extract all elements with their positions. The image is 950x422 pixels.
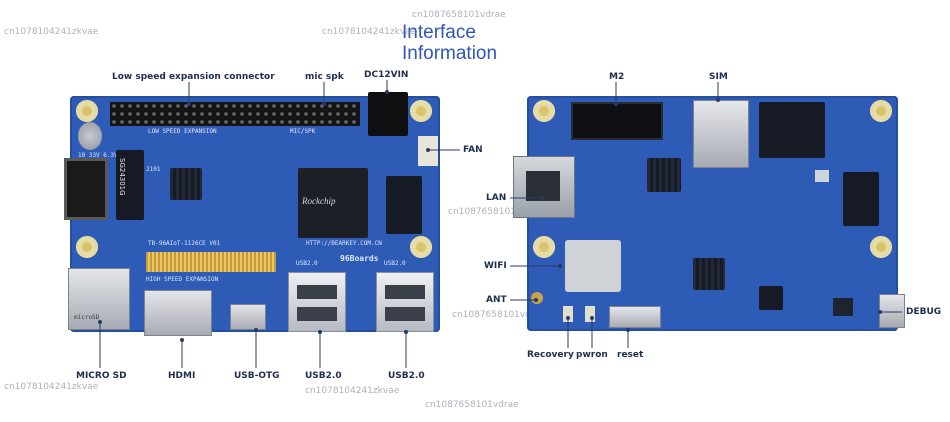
emmc-chip	[759, 102, 825, 158]
watermark: cn1087658101vdrae	[452, 310, 546, 320]
watermark: cn1078104241zkvae	[305, 386, 400, 396]
watermark: cn1078104241zkvae	[4, 382, 99, 392]
soc-chip: Rockchip	[298, 168, 368, 238]
m2-slot	[571, 102, 663, 140]
silk-board-model: TB-96AIoT-1126CE V01	[148, 240, 221, 247]
label-fan: FAN	[463, 145, 483, 155]
dc-jack	[368, 92, 408, 136]
fan-connector	[418, 136, 438, 166]
mounting-hole	[410, 100, 432, 122]
mounting-hole	[76, 100, 98, 122]
ram-chip	[843, 172, 879, 226]
usb-otg-port	[230, 304, 266, 330]
watermark: cn1078104241zkvae	[322, 27, 417, 37]
label-usb2-1: USB2.0	[305, 371, 342, 381]
microsd-slot	[68, 268, 130, 330]
soc-brand: Rockchip	[302, 196, 336, 206]
watermark: cn1078104241zkvae	[4, 27, 99, 37]
high-speed-connector	[146, 252, 276, 272]
watermark: cn1087658101vdrae	[425, 400, 519, 410]
watermark: cn1087658101vdrae	[412, 10, 506, 20]
reset-button[interactable]	[609, 306, 661, 328]
capacitor	[78, 122, 102, 150]
label-lan: LAN	[486, 193, 507, 203]
silk-brand: 96Boards	[340, 254, 379, 263]
silk-chip-code: 2101	[146, 166, 161, 173]
page-title: Interface Information	[402, 22, 498, 64]
silk-usb-1: USB2.0	[296, 260, 318, 267]
tactile-switch	[815, 170, 829, 182]
label-sim: SIM	[709, 72, 728, 82]
sim-slot	[693, 100, 749, 168]
right-board-image	[513, 96, 905, 331]
label-low-speed-connector: Low speed expansion connector	[112, 72, 275, 82]
usb2-port	[376, 272, 434, 332]
debug-port	[879, 294, 905, 328]
label-reset: reset	[617, 350, 644, 360]
silk-microsd: microSD	[74, 314, 100, 321]
mounting-hole	[76, 236, 98, 258]
silk-url: HTTP://BEARKEY.COM.CN	[306, 240, 382, 247]
label-recovery: Recovery	[527, 350, 574, 360]
mounting-hole	[870, 236, 892, 258]
usb2-port	[288, 272, 346, 332]
silk-capacitor: 10 33V 6.3V	[78, 152, 118, 159]
silk-mic-spk: MIC/SPK	[290, 128, 316, 135]
label-pwron: pwron	[576, 350, 608, 360]
ethernet-magjack	[64, 158, 108, 220]
left-board-image: LOW SPEED EXPANSION MIC/SPK 10 33V 6.3V …	[64, 92, 440, 336]
watermark: cn1087658101vdrae	[448, 207, 542, 217]
recovery-button[interactable]	[563, 306, 573, 322]
label-m2: M2	[609, 72, 625, 82]
mounting-hole	[533, 236, 555, 258]
label-usb-otg: USB-OTG	[234, 371, 280, 381]
silk-low-speed: LOW SPEED EXPANSION	[148, 128, 217, 135]
small-chip	[759, 286, 783, 310]
ram-chip	[386, 176, 422, 234]
power-chip	[693, 258, 725, 290]
label-wifi: WIFI	[484, 261, 507, 271]
silk-high-speed: HIGH SPEED EXPANSION	[146, 276, 219, 283]
wifi-module	[565, 240, 621, 292]
chip-part-label: SG24301G	[118, 158, 126, 196]
power-on-button[interactable]	[585, 306, 595, 322]
mounting-hole	[533, 100, 555, 122]
mounting-hole	[870, 100, 892, 122]
label-ant: ANT	[486, 295, 507, 305]
low-speed-expansion-header	[110, 102, 360, 126]
controller-chip	[647, 158, 681, 192]
small-chip	[833, 298, 853, 316]
ethernet-transformer: SG24301G	[116, 150, 144, 220]
antenna-connector	[531, 292, 543, 304]
label-hdmi: HDMI	[168, 371, 196, 381]
silk-usb-2: USB2.0	[384, 260, 406, 267]
ethernet-phy-chip	[170, 168, 202, 200]
hdmi-port	[144, 290, 212, 336]
label-dc12vin: DC12VIN	[364, 70, 409, 80]
mounting-hole	[410, 236, 432, 258]
label-debug: DEBUG	[906, 307, 942, 317]
lan-port	[513, 156, 575, 218]
label-usb2-2: USB2.0	[388, 371, 425, 381]
label-micro-sd: MICRO SD	[76, 371, 127, 381]
label-mic-spk: mic spk	[305, 72, 344, 82]
